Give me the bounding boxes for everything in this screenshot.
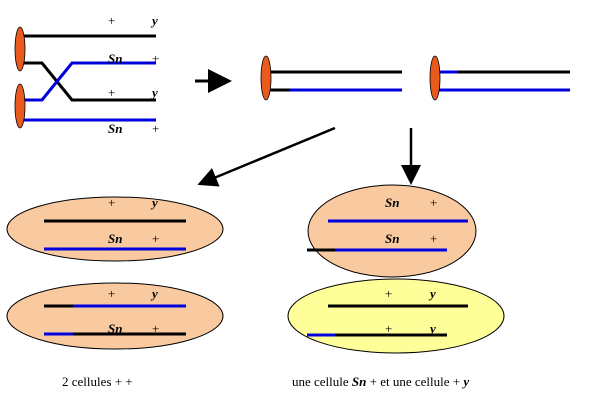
label-sn: Sn (108, 121, 122, 136)
caption-right-part1: une cellule (292, 374, 349, 389)
caption-right-part2: + et une cellule + (370, 374, 460, 389)
cell-upper-right (307, 184, 477, 278)
label-plus: + (430, 195, 437, 210)
label-y: y (150, 195, 158, 210)
label-sn: Sn (385, 195, 399, 210)
cell-upper-left (6, 196, 224, 262)
chromatid-blue-crossing (20, 61, 156, 102)
label-sn: Sn (108, 231, 122, 246)
arrow-down-left (197, 126, 336, 187)
label-plus: + (152, 121, 159, 136)
label-plus: + (152, 231, 159, 246)
crossing-over-panel: + y Sn + + y Sn + (14, 13, 159, 136)
label-plus: + (108, 195, 115, 210)
caption-right-sn: Sn (352, 374, 366, 389)
centromere-upper (14, 26, 26, 72)
label-plus: + (385, 286, 392, 301)
caption-left: 2 cellules + + (62, 374, 133, 389)
cell-pair-right: Sn + Sn + + y + y (287, 184, 505, 354)
label-y: y (428, 286, 436, 301)
label-y: y (428, 321, 436, 336)
label-plus: + (152, 51, 159, 66)
label-sn: Sn (108, 51, 122, 66)
cell-lower-right (287, 278, 505, 354)
label-y: y (150, 13, 158, 28)
label-sn: Sn (385, 231, 399, 246)
centromere-right (429, 55, 441, 101)
recombined-chromosomes-panel (260, 55, 570, 101)
label-plus: + (152, 321, 159, 336)
caption-right-y: y (461, 374, 469, 389)
cell-pair-left: + y Sn + + y Sn + (6, 195, 224, 350)
label-plus: + (108, 85, 115, 100)
label-plus: + (108, 13, 115, 28)
label-plus: + (430, 231, 437, 246)
centromere-left (260, 55, 272, 101)
caption-right: une cellule Sn + et une cellule + y (292, 374, 469, 389)
label-y: y (150, 286, 158, 301)
label-y: y (150, 85, 158, 100)
label-plus: + (385, 321, 392, 336)
centromere-lower (14, 83, 26, 129)
label-sn: Sn (108, 321, 122, 336)
label-plus: + (108, 286, 115, 301)
chromatid-black-crossing (20, 61, 156, 102)
